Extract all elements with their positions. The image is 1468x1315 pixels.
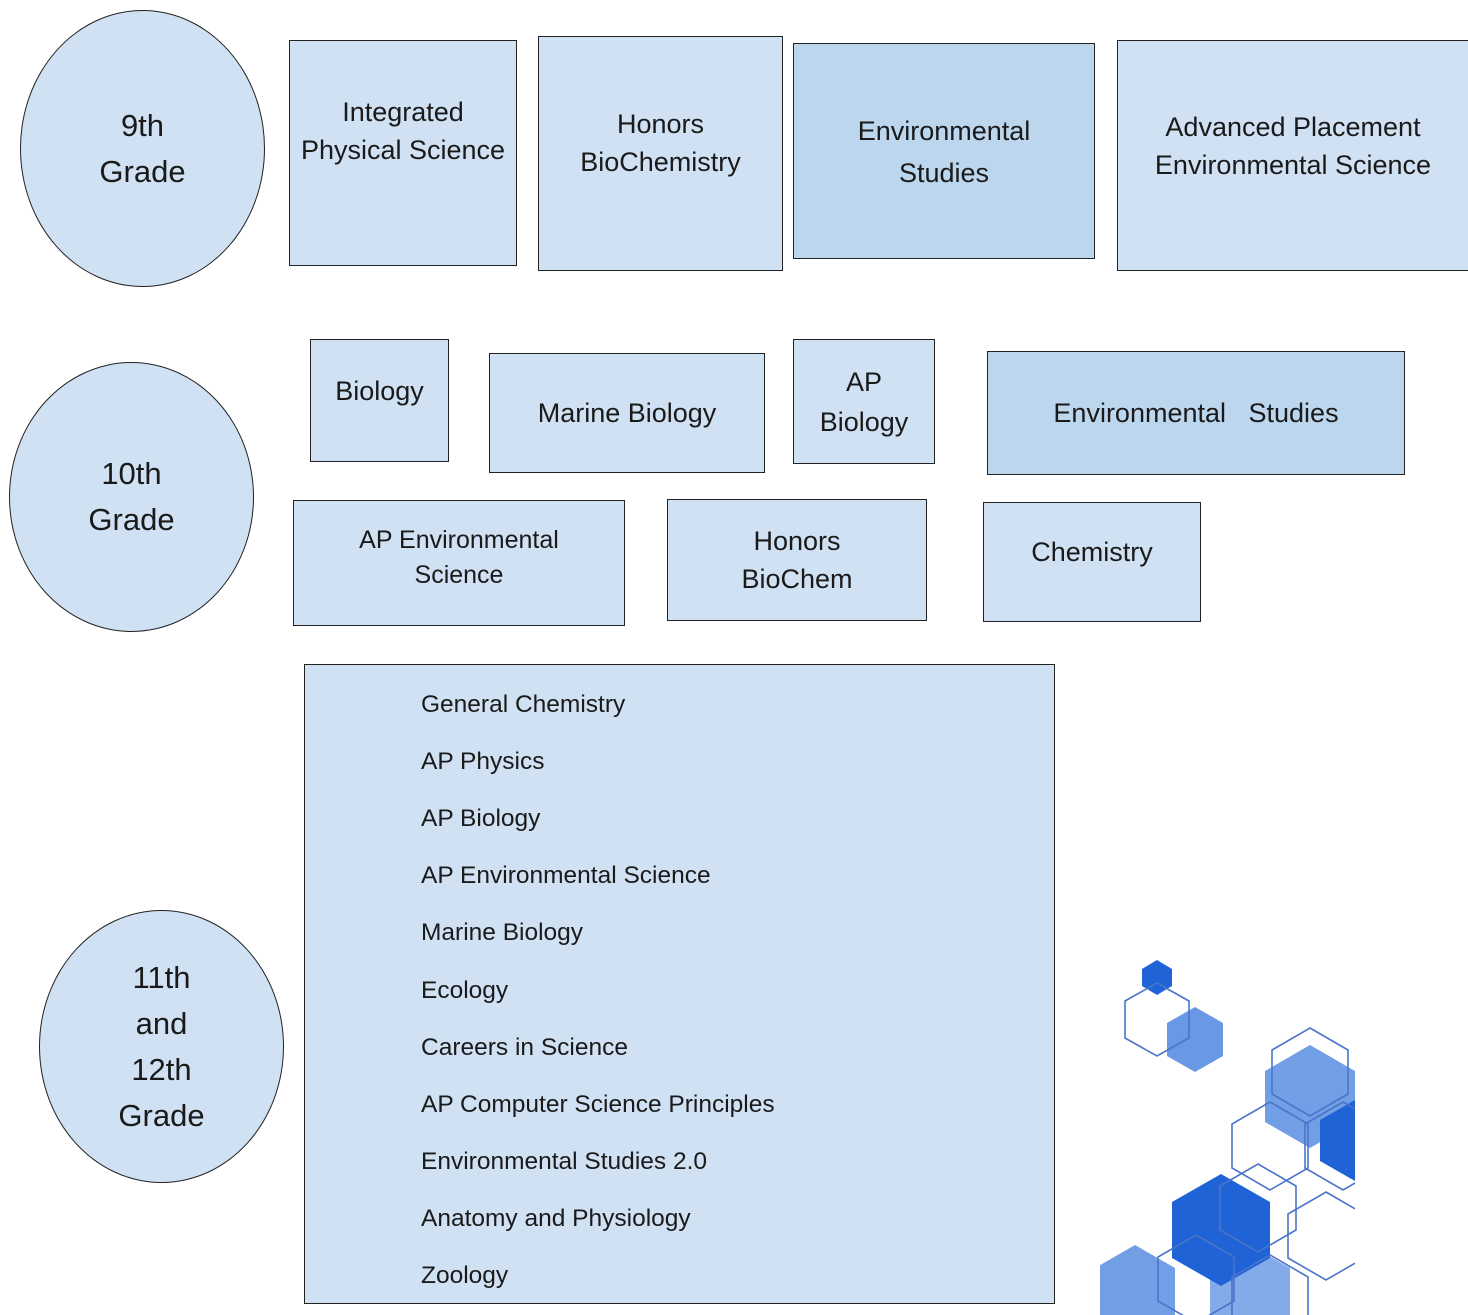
list-item: AP Physics [421,748,545,775]
course-label-line: Physical Science [300,135,506,165]
course-label-line: Studies [898,158,990,188]
course-ap-environmental-science: Advanced Placement Environmental Science [1117,40,1468,271]
course-label-line: Biology [819,406,909,437]
grade-11-12-oval: 11th and 12th Grade [39,910,284,1183]
course-label-line: Environmental [857,116,1031,146]
list-item: Marine Biology [421,919,584,946]
hexagon-outline [1287,1191,1355,1281]
course-chemistry: Chemistry [983,502,1201,622]
course-biology: Biology [310,339,449,462]
grade-label-line: and [135,1005,188,1041]
list-item: Ecology [421,977,509,1004]
course-label: Chemistry [1031,537,1153,567]
hexagon-shape [1100,1245,1175,1315]
course-label-line: Honors [616,109,705,139]
course-label-line: Integrated [342,97,464,127]
upper-grade-course-list: General Chemistry AP Physics AP Biology … [304,664,1055,1304]
course-honors-biochem: Honors BioChem [667,499,927,621]
hexagon-shape [1167,1007,1223,1072]
course-label: Marine Biology [537,398,717,428]
course-label-line: Advanced Placement [1165,112,1421,142]
list-item: Careers in Science [421,1034,628,1061]
hexagon-outline [1304,1101,1355,1191]
grade-label-line: 9th [120,107,165,143]
list-item: Environmental Studies 2.0 [421,1148,707,1175]
course-environmental-studies-10: Environmental Studies [987,351,1405,475]
grade-label-line: Grade [88,502,175,537]
hexagon-outline [1231,1254,1309,1315]
hexagon-outline [1219,1163,1297,1253]
hexagon-outline [1124,982,1190,1057]
hexagon-shape [1320,1100,1355,1181]
course-label-line: BioChem [741,564,853,594]
list-item: General Chemistry [421,691,626,718]
hexagon-decoration-icon [1100,960,1355,1315]
course-label-line: Science [414,561,504,589]
list-item: Anatomy and Physiology [421,1205,691,1232]
course-ap-biology: AP Biology [793,339,935,464]
course-label-line: AP Environmental [359,526,559,554]
course-label-line: Honors [753,526,841,556]
course-label-line: AP [845,366,883,397]
list-item: Zoology [421,1262,509,1289]
grade-9-oval: 9th Grade [20,10,265,287]
grade-label-line: Grade [118,1097,205,1133]
course-integrated-physical-science: Integrated Physical Science [289,40,517,266]
list-item: AP Computer Science Principles [421,1091,775,1118]
grade-label-line: 11th [132,959,191,995]
course-label: Environmental Studies [1053,398,1339,428]
course-marine-biology: Marine Biology [489,353,765,473]
hexagon-outline [1157,1234,1235,1315]
grade-10-oval: 10th Grade [9,362,254,632]
grade-label-line: 12th [131,1051,192,1087]
course-ap-environmental-science-10: AP Environmental Science [293,500,625,626]
list-item: AP Environmental Science [421,862,711,889]
hexagon-shape [1142,960,1172,995]
course-environmental-studies: Environmental Studies [793,43,1095,259]
course-honors-biochemistry: Honors BioChemistry [538,36,783,271]
hexagon-outline [1271,1027,1349,1117]
list-item: AP Biology [421,805,541,832]
course-label-line: BioChemistry [580,147,741,177]
grade-label-line: 10th [101,456,162,491]
grade-label-line: Grade [99,153,186,189]
course-label: Biology [335,376,424,406]
course-label-line: Environmental Science [1154,150,1432,180]
hexagon-outline [1231,1101,1309,1191]
